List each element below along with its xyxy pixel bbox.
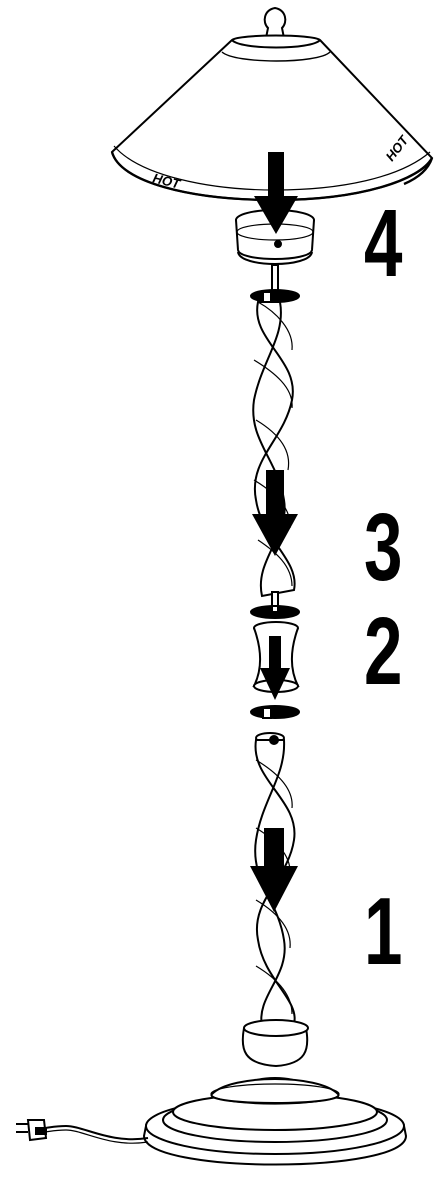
foot-collar (243, 1020, 308, 1066)
power-cord (44, 1126, 148, 1143)
upper-spiral-column (253, 302, 294, 606)
washer-2 (251, 706, 299, 718)
lamp-base (144, 1079, 406, 1165)
step-number-4: 4 (364, 196, 402, 292)
step-number-3: 3 (364, 500, 402, 596)
finial (265, 8, 286, 38)
washer-4 (251, 290, 299, 302)
plug-icon (16, 1120, 46, 1140)
step-number-1: 1 (364, 884, 402, 980)
step-number-2: 2 (364, 604, 402, 700)
